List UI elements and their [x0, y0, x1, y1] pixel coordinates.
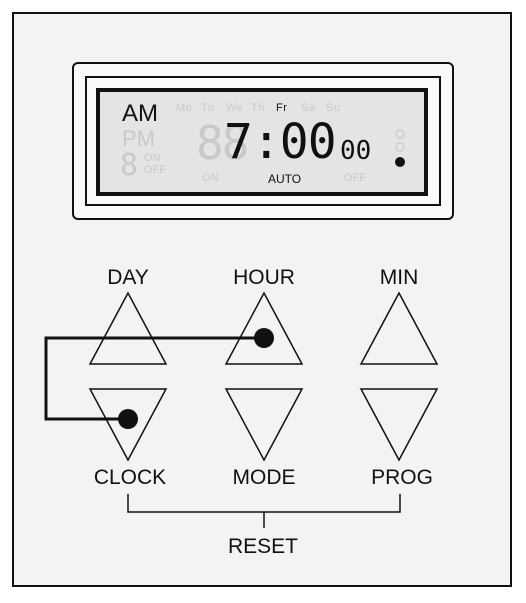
- press-point-hour-icon: [254, 328, 274, 348]
- day-tu: Tu: [201, 102, 215, 114]
- day-su: Su: [326, 102, 341, 114]
- reset-label: RESET: [227, 535, 298, 558]
- clock-label: CLOCK: [93, 466, 167, 489]
- ghost-hour-digits: 88: [196, 116, 249, 170]
- prog-label: PROG: [371, 466, 433, 489]
- day-we: We: [226, 102, 244, 114]
- min-up-button[interactable]: [359, 291, 439, 365]
- day-label: DAY: [107, 266, 149, 289]
- program-on-label: ON: [144, 152, 161, 164]
- program-onoff: ON OFF: [144, 152, 166, 176]
- pm-indicator: PM: [122, 126, 155, 151]
- status-dot-empty-icon: [395, 129, 405, 139]
- reset-bracket: [127, 494, 401, 513]
- status-dot-active-icon: [395, 157, 405, 167]
- day-fr: Fr: [276, 102, 288, 114]
- seconds-display: 00: [340, 136, 372, 166]
- day-row: Mo Tu We Th Fr Sa Su: [176, 102, 351, 114]
- program-number: 8: [120, 148, 139, 183]
- status-indicators: [395, 129, 405, 167]
- program-off-label: OFF: [144, 164, 166, 176]
- mode-off-label: OFF: [344, 172, 366, 184]
- min-label: MIN: [379, 266, 419, 289]
- time-display: 7:00: [224, 114, 337, 170]
- status-dot-clock-icon: [395, 142, 405, 152]
- hour-label: HOUR: [233, 266, 295, 289]
- day-mo: Mo: [176, 102, 193, 114]
- am-indicator: AM: [122, 100, 158, 127]
- lcd-display: AM PM Mo Tu We Th Fr Sa Su 8 ON OFF 88 7:00 00…: [96, 88, 428, 196]
- mode-down-button[interactable]: [224, 388, 304, 462]
- day-sa: Sa: [301, 102, 316, 114]
- mode-label: MODE: [232, 466, 296, 489]
- prog-down-button[interactable]: [359, 388, 439, 462]
- day-up-button[interactable]: [88, 291, 168, 365]
- press-point-clock-icon: [118, 409, 138, 429]
- press-combination-line: [44, 336, 264, 421]
- day-th: Th: [251, 102, 265, 114]
- mode-auto-label: AUTO: [268, 172, 302, 186]
- mode-on-label: ON: [202, 172, 219, 184]
